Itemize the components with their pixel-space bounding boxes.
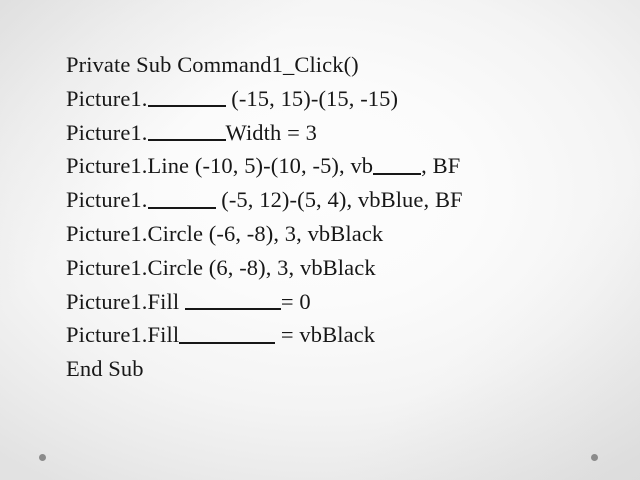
code-line: Picture1.Fill = 0	[66, 285, 622, 319]
code-text: (-5, 12)-(5, 4), vbBlue, BF	[215, 187, 463, 213]
code-text: Picture1.	[66, 85, 148, 111]
code-line: Picture1.Circle (6, -8), 3, vbBlack	[66, 251, 622, 285]
code-text: , BF	[421, 153, 461, 179]
code-text: Picture1.	[66, 119, 148, 145]
code-line: Picture1.Line (-10, 5)-(10, -5), vb , BF	[66, 149, 622, 183]
code-line: Private Sub Command1_Click()	[66, 48, 622, 82]
code-text: Private Sub Command1_Click()	[66, 52, 359, 77]
code-line: Picture1. (-5, 12)-(5, 4), vbBlue, BF	[66, 183, 622, 217]
code-line: Picture1. (-15, 15)-(15, -15)	[66, 82, 622, 116]
code-text: Picture1.Fill	[66, 288, 185, 314]
code-line: End Sub	[66, 352, 622, 386]
fill-in-blank	[147, 187, 216, 209]
fill-in-blank	[184, 288, 281, 310]
fill-in-blank	[147, 119, 226, 141]
fill-in-blank	[179, 322, 276, 344]
code-text: Picture1.Fill	[66, 322, 180, 348]
code-line: Picture1.Circle (-6, -8), 3, vbBlack	[66, 217, 622, 251]
fill-in-blank	[147, 85, 226, 108]
code-listing: Private Sub Command1_Click() Picture1. (-…	[66, 48, 622, 386]
fill-in-blank	[373, 153, 422, 175]
code-text: End Sub	[66, 356, 144, 382]
code-text: Picture1.Circle (-6, -8), 3, vbBlack	[66, 220, 384, 246]
code-text: Picture1.Line (-10, 5)-(10, -5), vb	[66, 153, 374, 179]
code-text: Width = 3	[225, 119, 317, 145]
code-text: Picture1.	[66, 187, 148, 213]
code-text: = 0	[280, 288, 311, 314]
code-text: = vbBlack	[275, 322, 376, 348]
code-line: Picture1.Fill = vbBlack	[66, 318, 622, 352]
code-line: Picture1. Width = 3	[66, 116, 622, 150]
decorative-dot-left	[39, 454, 46, 461]
code-text: (-15, 15)-(15, -15)	[225, 85, 399, 111]
code-text: Picture1.Circle (6, -8), 3, vbBlack	[66, 254, 376, 280]
decorative-dot-right	[591, 454, 598, 461]
